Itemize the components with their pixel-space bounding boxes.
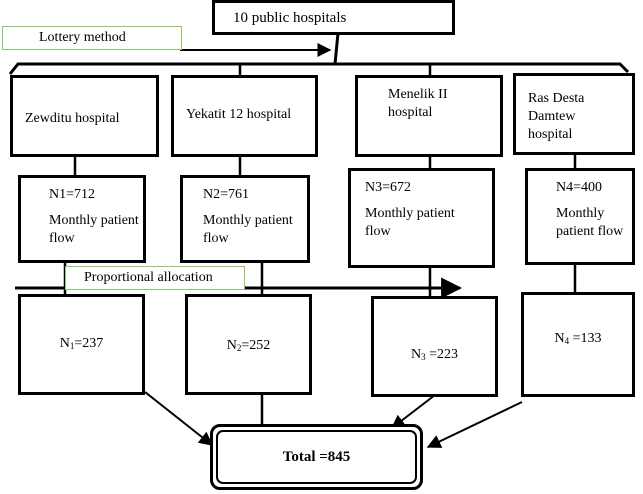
hospital-bracket <box>8 62 630 75</box>
total-arrow-4 <box>426 401 523 448</box>
patient-flow-label: Monthly patient flow <box>365 206 455 240</box>
hospital-name: Zewditu hospital <box>25 111 120 126</box>
patient-flow-label: Monthly patient flow <box>49 213 139 247</box>
patient-flow-label: Monthly patient flow <box>203 213 293 247</box>
sample-size-4: N4 =133 <box>554 331 602 347</box>
patient-flow-label: Monthly patient flow <box>556 206 624 240</box>
sample-box-4: N4 =133 <box>521 292 635 397</box>
sample-box-1: N1=237 <box>18 294 145 395</box>
population-box-3: N3=672 Monthly patient flow <box>348 168 495 268</box>
proportional-allocation-label: Proportional allocation <box>65 266 245 290</box>
title-connector <box>333 32 340 65</box>
population-value: N2=761 <box>203 187 250 202</box>
total-box: Total =845 <box>210 424 423 490</box>
title-box: 10 public hospitals <box>212 0 455 35</box>
lottery-method-text: Lottery method <box>39 30 126 45</box>
sample-size-1: N1=237 <box>59 336 104 352</box>
hospital-box-yekatit: Yekatit 12 hospital <box>171 75 318 157</box>
total-arrow-1 <box>144 391 214 446</box>
population-box-1: N1=712 Monthly patient flow <box>18 175 146 263</box>
population-box-2: N2=761 Monthly patient flow <box>180 175 310 263</box>
population-value: N3=672 <box>365 180 412 195</box>
total-value: Total =845 <box>282 448 351 465</box>
title-text: 10 public hospitals <box>233 10 347 26</box>
total-inner-box: Total =845 <box>216 430 417 484</box>
proportional-allocation-text: Proportional allocation <box>84 270 213 285</box>
sample-size-3: N3 =223 <box>410 347 459 363</box>
hospital-box-menelik: Menelik II hospital <box>355 75 503 157</box>
population-value: N4=400 <box>556 180 603 195</box>
total-arrow-3 <box>390 394 436 429</box>
hospital-box-zewditu: Zewditu hospital <box>10 75 159 157</box>
sample-box-3: N3 =223 <box>371 296 498 397</box>
sample-size-2: N2=252 <box>226 338 271 353</box>
lottery-method-label: Lottery method <box>2 26 182 50</box>
hospital-name: Ras Desta Damtew hospital <box>528 91 585 143</box>
population-box-4: N4=400 Monthly patient flow <box>525 168 635 265</box>
sample-box-2: N2=252 <box>185 294 312 395</box>
hospital-name: Yekatit 12 hospital <box>186 107 292 122</box>
hospital-name: Menelik II hospital <box>388 87 448 121</box>
hospital-box-ras-desta: Ras Desta Damtew hospital <box>513 73 635 155</box>
population-value: N1=712 <box>49 187 96 202</box>
